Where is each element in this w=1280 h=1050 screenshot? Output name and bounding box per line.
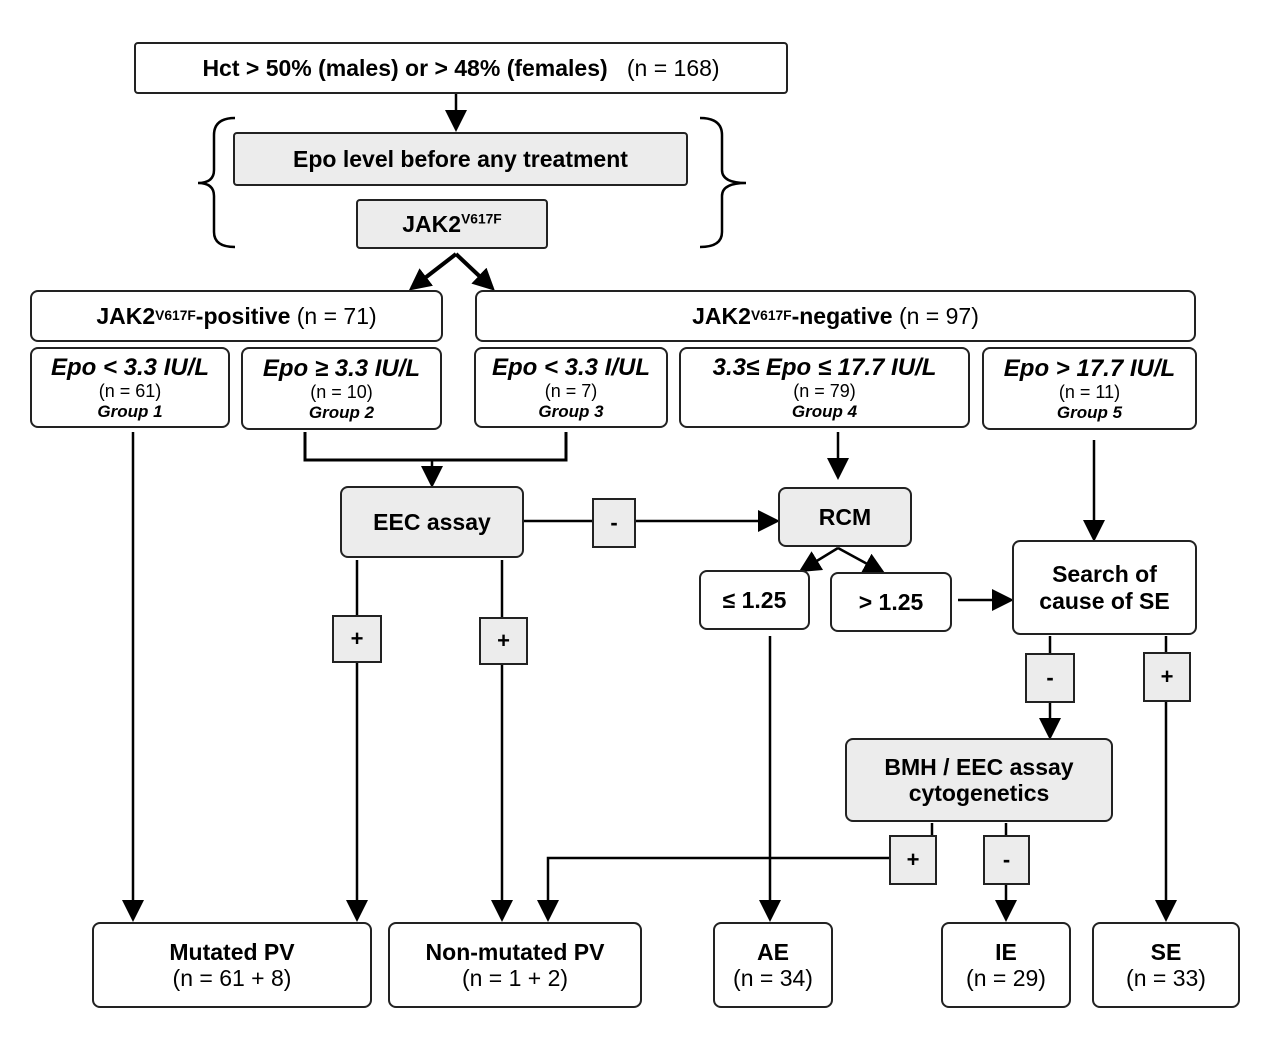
eec-assay-box: EEC assay — [340, 486, 524, 558]
group-1-box: Epo < 3.3 IU/L(n = 61)Group 1 — [30, 347, 230, 428]
rcm-box: RCM — [778, 487, 912, 547]
outcome-ae: AE(n = 34) — [713, 922, 833, 1008]
group-5-box: Epo > 17.7 IU/L(n = 11)Group 5 — [982, 347, 1197, 430]
eec-positive-sign-left: + — [332, 615, 382, 663]
bmh-negative-sign: - — [983, 835, 1030, 885]
left-brace — [197, 116, 236, 249]
arrow-to-negative — [454, 252, 495, 291]
outcome-non-mutated-pv: Non-mutated PV(n = 1 + 2) — [388, 922, 642, 1008]
group-2-box: Epo ≥ 3.3 IU/L(n = 10)Group 2 — [241, 347, 442, 430]
jak2-box: JAK2V617F — [356, 199, 548, 249]
eec-negative-sign: - — [592, 498, 636, 548]
search-positive-sign: + — [1143, 652, 1191, 702]
arrow-rcm-high — [837, 546, 886, 574]
bracket-groups-2-3 — [303, 432, 568, 462]
eec-positive-sign-right: + — [479, 617, 528, 665]
outcome-ie: IE(n = 29) — [941, 922, 1071, 1008]
inclusion-criterion-box: Hct > 50% (males) or > 48% (females) (n … — [134, 42, 788, 94]
rcm-high-box: > 1.25 — [830, 572, 952, 632]
outcome-mutated-pv: Mutated PV(n = 61 + 8) — [92, 922, 372, 1008]
search-negative-sign: - — [1025, 653, 1075, 703]
epo-level-box: Epo level before any treatment — [233, 132, 688, 186]
arrow-rcm-low — [798, 546, 839, 573]
arrow-bmh-plus-to-nonmutated — [537, 856, 889, 922]
group-3-box: Epo < 3.3 I/UL(n = 7)Group 3 — [474, 347, 668, 428]
right-brace — [699, 116, 747, 249]
arrow-to-positive — [408, 252, 458, 291]
group-4-box: 3.3≤ Epo ≤ 17.7 IU/L(n = 79)Group 4 — [679, 347, 970, 428]
bmh-positive-sign: + — [889, 835, 937, 885]
outcome-se: SE(n = 33) — [1092, 922, 1240, 1008]
rcm-low-box: ≤ 1.25 — [699, 570, 810, 630]
